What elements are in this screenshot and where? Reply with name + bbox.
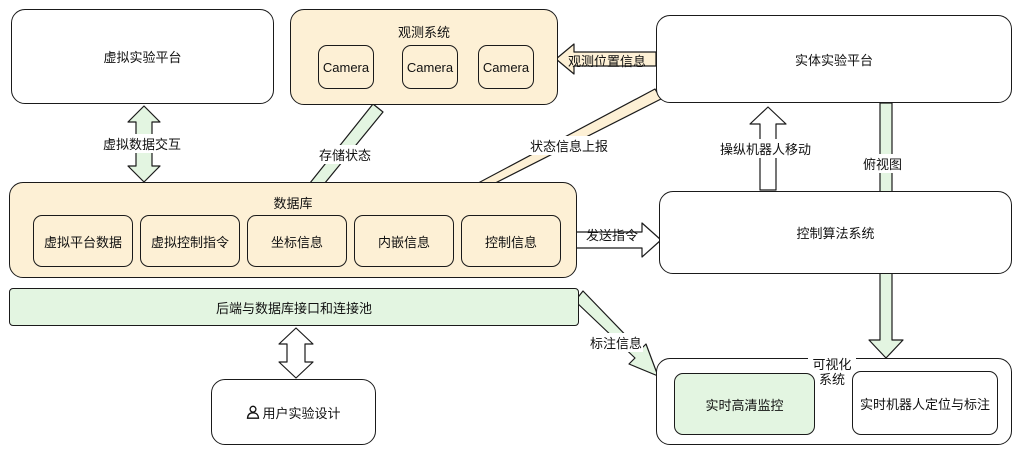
backend-user-arrow (278, 327, 314, 379)
visualization-system-title: 可视化系统 (808, 358, 856, 388)
store-state-label: 存储状态 (318, 145, 373, 164)
user-design-label: 用户实验设计 (262, 406, 341, 422)
observe-position-label: 观测位置信息 (568, 55, 647, 70)
db-item-coordinates: 坐标信息 (247, 215, 347, 267)
realtime-monitor-node: 实时高清监控 (674, 373, 815, 435)
camera-3: Camera (478, 45, 534, 89)
db-item-embedded-info: 内嵌信息 (354, 215, 454, 267)
observation-system-title: 观测系统 (397, 26, 450, 41)
top-view-label: 俯视图 (862, 154, 904, 173)
db-item-virtual-control-command: 虚拟控制指令 (140, 215, 240, 267)
send-command-label: 发送指令 (586, 229, 639, 244)
state-report-label: 状态信息上报 (529, 136, 610, 155)
physical-platform-node: 实体实验平台 (656, 15, 1012, 103)
physical-platform-label: 实体实验平台 (794, 53, 873, 69)
robot-localization-node: 实时机器人定位与标注 (852, 371, 998, 435)
camera-2: Camera (402, 45, 458, 89)
annotation-info-label: 标注信息 (589, 333, 644, 352)
virtual-data-exchange-label: 虚拟数据交互 (102, 134, 183, 153)
backend-label: 后端与数据库接口和连接池 (215, 301, 372, 317)
control-algorithm-node: 控制算法系统 (659, 191, 1012, 274)
virtual-platform-node: 虚拟实验平台 (11, 9, 274, 104)
user-design-node: 用户实验设计 (211, 379, 376, 445)
observe-position-arrow (555, 43, 657, 75)
user-icon (246, 405, 260, 419)
backend-node: 后端与数据库接口和连接池 (9, 288, 579, 326)
robot-move-label: 操纵机器人移动 (719, 139, 813, 158)
db-item-virtual-platform-data: 虚拟平台数据 (33, 215, 133, 267)
control-algorithm-label: 控制算法系统 (796, 227, 875, 242)
db-item-control-info: 控制信息 (461, 215, 561, 267)
camera-1: Camera (318, 45, 374, 89)
database-title: 数据库 (273, 197, 313, 212)
virtual-platform-label: 虚拟实验平台 (103, 51, 182, 66)
